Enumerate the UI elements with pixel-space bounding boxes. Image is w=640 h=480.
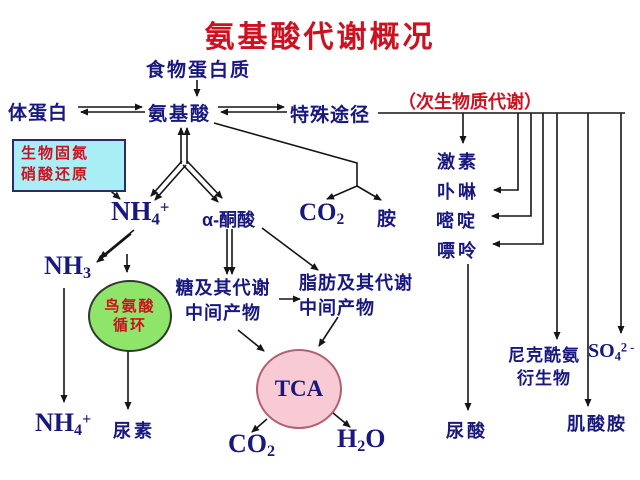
formula-nh4-bottom: NH4+ [35, 408, 92, 439]
node-uric-acid: 尿酸 [446, 421, 488, 441]
page-title: 氨基酸代谢概况 [204, 21, 436, 54]
fat-intermediates-line1: 脂肪及其代谢 [299, 273, 413, 293]
node-amino-acid: 氨基酸 [148, 104, 212, 125]
sugar-intermediates-line2: 中间产物 [185, 303, 261, 323]
formula-nh4-top: NH4+ [111, 196, 170, 229]
formula-co2-bottom: CO2 [228, 429, 276, 460]
fat-intermediates-line2: 中间产物 [299, 298, 375, 318]
node-pyrimidine: 嘧啶 [436, 211, 478, 231]
nitrate-reduction-line2: 硝酸还原 [21, 166, 90, 183]
node-alpha-keto-acid: α-酮酸 [202, 210, 256, 230]
ornithine-cycle-ellipse: 鸟氨酸 循环 [88, 280, 172, 352]
node-creatinamine: 肌酸胺 [567, 414, 627, 434]
node-secondary-metabolism: （次生物质代谢） [398, 92, 542, 112]
ornithine-cycle-line2: 循环 [112, 317, 147, 334]
node-urea: 尿素 [113, 421, 155, 441]
nicotinamide-line2: 衍生物 [517, 369, 571, 388]
node-fat-intermediates: 脂肪及其代谢 中间产物 [299, 271, 431, 321]
node-body-protein: 体蛋白 [8, 103, 69, 124]
tca-cycle-circle: TCA [256, 349, 342, 429]
ornithine-cycle-line1: 鸟氨酸 [104, 298, 156, 315]
formula-nh3: NH3 [44, 251, 92, 282]
formula-h2o: H2O [337, 424, 386, 455]
formula-so4: SO42 - [588, 340, 635, 364]
node-special-pathway: 特殊途径 [290, 105, 371, 126]
nitrogen-fixation-box: 生物固氮 硝酸还原 [12, 139, 126, 192]
node-nicotinamide-derivatives: 尼克酰氨 衍生物 [500, 344, 588, 390]
node-food-protein: 食物蛋白质 [146, 60, 252, 81]
node-purine: 嘌呤 [437, 241, 479, 261]
formula-co2-mid: CO2 [299, 199, 345, 228]
node-hormone: 激素 [437, 152, 479, 172]
node-porphyrin: 卟啉 [437, 182, 479, 202]
nicotinamide-line1: 尼克酰氨 [508, 346, 580, 365]
nitrogen-fixation-line1: 生物固氮 [21, 145, 90, 162]
node-sugar-intermediates: 糖及其代谢 中间产物 [170, 276, 276, 326]
sugar-intermediates-line1: 糖及其代谢 [175, 278, 271, 298]
node-amine: 胺 [377, 209, 397, 230]
tca-label: TCA [274, 376, 324, 401]
